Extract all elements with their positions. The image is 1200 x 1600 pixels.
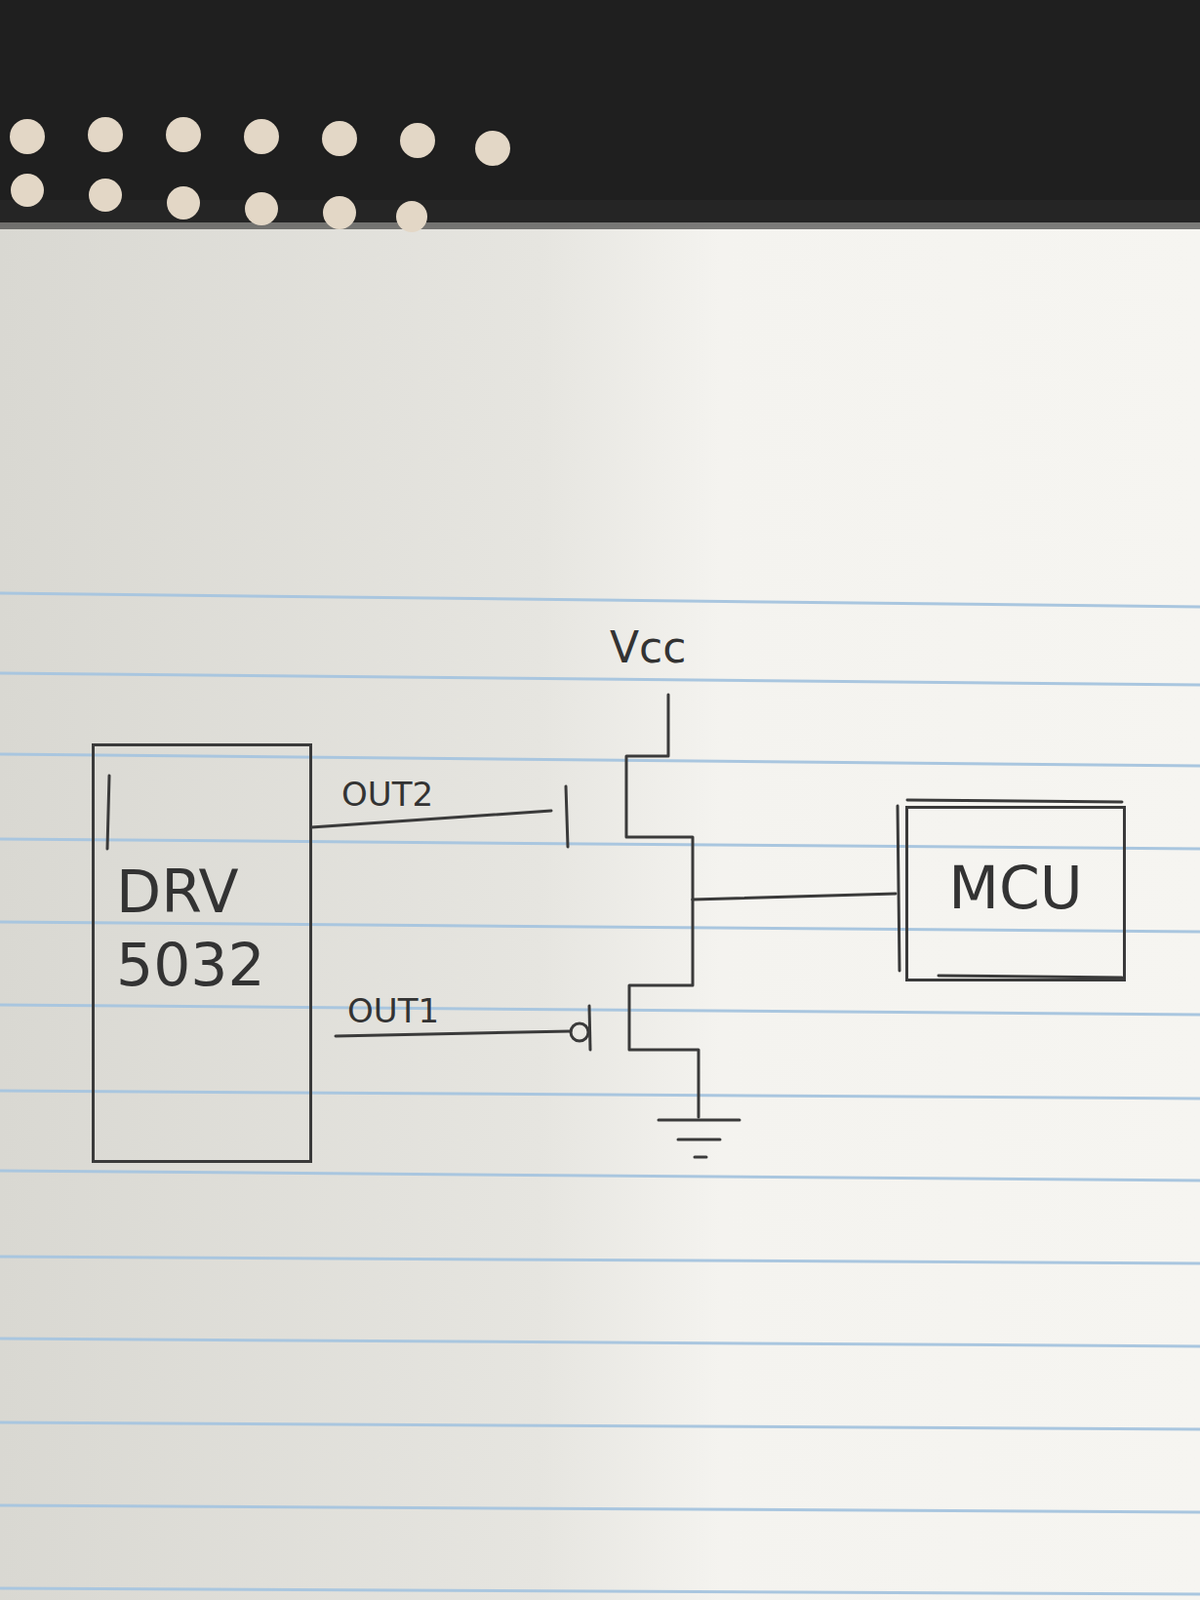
sensor-chip-box: DRV 5032 bbox=[91, 743, 313, 1163]
gate-plate bbox=[565, 786, 568, 847]
dark-edge bbox=[0, 0, 1200, 223]
out2-wire bbox=[311, 810, 552, 828]
sketch-stroke bbox=[107, 775, 110, 849]
pin-name: OUT1 bbox=[347, 993, 440, 1030]
transistor-circuit bbox=[107, 694, 1122, 1158]
gate-plate bbox=[589, 1005, 591, 1050]
mcu-wire bbox=[692, 893, 896, 900]
nmos-channel bbox=[629, 899, 699, 1118]
node-text: DRV 5032 bbox=[116, 855, 298, 1002]
node-text: MCU bbox=[918, 851, 1114, 925]
out1-wire bbox=[335, 1031, 571, 1037]
ruled-lines bbox=[0, 593, 1200, 1595]
ground-symbol bbox=[658, 1120, 740, 1158]
perforation-dots bbox=[9, 117, 511, 233]
mcu-box: MCU bbox=[905, 805, 1126, 982]
gate-bubble bbox=[570, 1023, 589, 1041]
sketch-stroke bbox=[897, 800, 1122, 978]
supply-label: Vcc bbox=[609, 624, 686, 672]
pin-name: OUT2 bbox=[341, 776, 434, 813]
pmos-channel bbox=[626, 694, 693, 900]
